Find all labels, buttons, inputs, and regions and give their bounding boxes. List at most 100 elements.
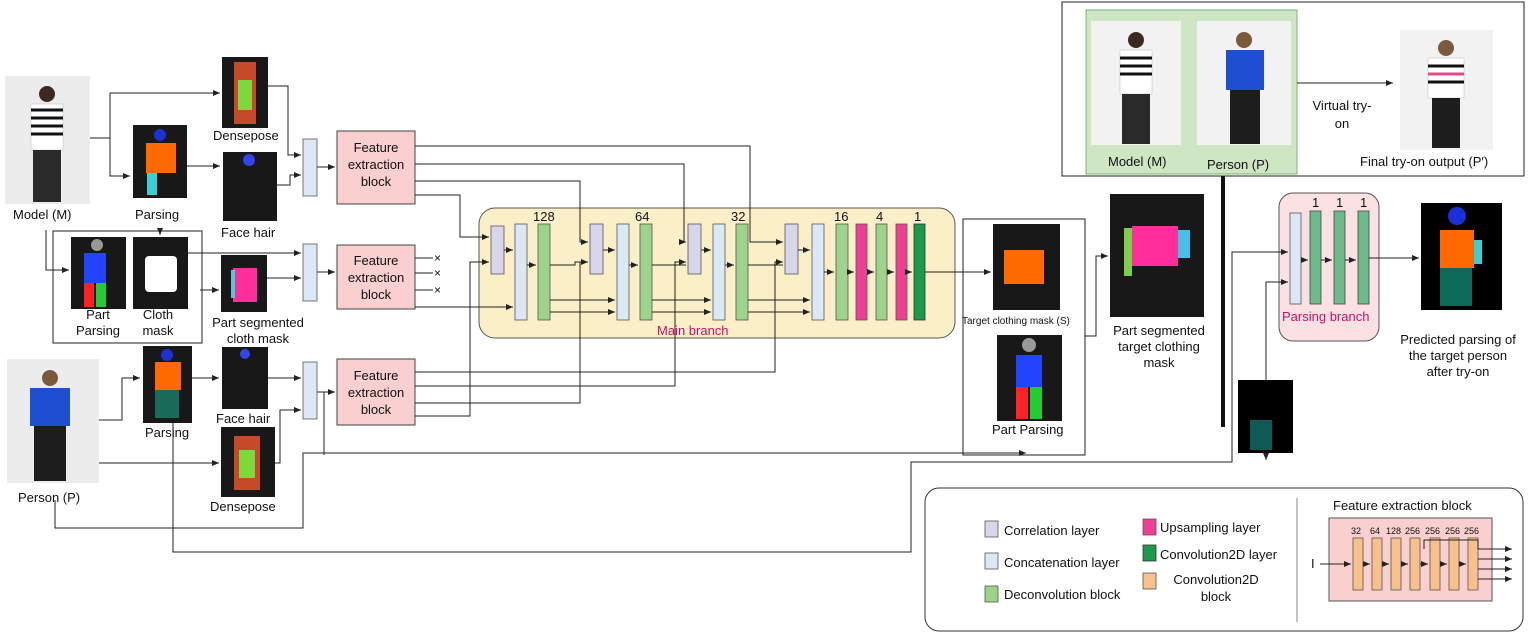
label-densepose-model: Densepose xyxy=(213,128,279,143)
mb-deconv-3 xyxy=(735,223,749,321)
part-parsing-image xyxy=(71,237,126,309)
legend-feb-ch-2: 64 xyxy=(1370,526,1380,536)
mb-cat-3 xyxy=(712,223,726,321)
label-target-clothing-mask: Target clothing mask (S) xyxy=(962,316,1070,327)
pb-channel-3: 1 xyxy=(1360,195,1367,210)
feb-conv-6 xyxy=(1448,537,1460,591)
feb-conv-2 xyxy=(1371,537,1383,591)
mb-channel-32: 32 xyxy=(731,209,745,224)
model-densepose-image xyxy=(222,57,268,128)
cut-mark-3: × xyxy=(434,283,441,297)
mb-cat-2 xyxy=(616,223,630,321)
label-person: Person (P) xyxy=(18,490,80,505)
cut-mark-1: × xyxy=(434,251,441,265)
feature-block-2 xyxy=(336,244,416,310)
mb-deconv-2 xyxy=(639,223,653,321)
mb-corr-1 xyxy=(490,225,505,275)
mb-cat-4 xyxy=(811,223,825,321)
feb-conv-1 xyxy=(1352,537,1364,591)
legend-swatch-concatenation xyxy=(984,552,999,570)
feb-conv-7 xyxy=(1467,537,1479,591)
label-part-parsing-target: Part Parsing xyxy=(992,422,1064,437)
mb-deconv-1 xyxy=(537,223,551,321)
legend-label-upsampling: Upsampling layer xyxy=(1160,520,1261,535)
label-face-hair-person: Face hair xyxy=(216,411,271,426)
legend-feb-ch-4: 256 xyxy=(1405,526,1420,536)
parsing-branch-container xyxy=(1278,192,1380,342)
mb-cat-1 xyxy=(514,223,528,321)
part-segmented-cloth-mask-image xyxy=(221,255,267,312)
parsing-branch-input-image xyxy=(1238,380,1293,453)
cloth-mask-image xyxy=(133,237,188,309)
label-model: Model (M) xyxy=(13,207,72,222)
pb-channel-2: 1 xyxy=(1336,195,1343,210)
person-parsing-image xyxy=(143,346,192,423)
mb-corr-4 xyxy=(784,223,799,275)
label-final-output: Final try-on output (P′) xyxy=(1360,154,1488,169)
legend-swatch-conv2d-layer xyxy=(1142,544,1157,562)
target-part-parsing-image xyxy=(997,335,1062,421)
model-photo xyxy=(5,76,90,204)
feb-conv-5 xyxy=(1429,537,1441,591)
pb-conv-1 xyxy=(1309,210,1322,305)
legend-label-conv2d-layer: Convolution2D layer xyxy=(1160,547,1278,562)
label-parsing-model: Parsing xyxy=(135,207,179,222)
pb-conv-2 xyxy=(1333,210,1346,305)
left-parsing-group-frame xyxy=(52,230,203,344)
mb-upsample-1 xyxy=(855,223,868,321)
legend-feb-ch-1: 32 xyxy=(1351,526,1361,536)
legend-label-correlation: Correlation layer xyxy=(1004,523,1100,538)
label-parsing-person: Parsing xyxy=(145,425,189,440)
person-photo xyxy=(7,359,99,483)
mb-channel-64: 64 xyxy=(635,209,649,224)
target-clothing-mask-image xyxy=(993,224,1060,310)
legend-feb-ch-5: 256 xyxy=(1425,526,1440,536)
legend-swatch-correlation xyxy=(984,520,999,538)
cut-mark-2: × xyxy=(434,266,441,280)
predicted-parsing-image xyxy=(1421,203,1502,310)
label-densepose-person: Densepose xyxy=(210,499,276,514)
legend-swatch-conv2d-block xyxy=(1142,572,1157,590)
label-inset-model: Model (M) xyxy=(1108,154,1167,169)
mb-channel-1: 1 xyxy=(914,209,921,224)
legend-feb-ch-6: 256 xyxy=(1445,526,1460,536)
feb-conv-4 xyxy=(1409,537,1421,591)
legend-swatch-deconvolution xyxy=(984,585,999,603)
wires xyxy=(45,80,1512,582)
mb-channel-4: 4 xyxy=(876,209,883,224)
final-output-photo xyxy=(1400,30,1493,150)
legend-swatch-upsampling xyxy=(1142,518,1157,536)
feb-conv-3 xyxy=(1390,537,1402,591)
part-segmented-target-clothing-mask-image xyxy=(1110,194,1204,317)
concat-layer-2 xyxy=(302,243,318,302)
mb-corr-3 xyxy=(687,223,702,275)
model-parsing-image xyxy=(133,125,187,198)
feature-block-1 xyxy=(336,130,416,205)
inset-model-photo xyxy=(1091,21,1181,145)
person-face-hair-image xyxy=(222,347,268,409)
legend-feb-title: Feature extraction block xyxy=(1333,498,1472,513)
person-densepose-image xyxy=(221,427,275,497)
mb-channel-128: 128 xyxy=(533,209,555,224)
mb-conv-out xyxy=(913,223,926,321)
concat-layer-3 xyxy=(302,361,318,420)
inset-person-photo xyxy=(1197,21,1291,145)
model-face-hair-image xyxy=(223,152,277,221)
mb-upsample-2 xyxy=(895,223,908,321)
pb-channel-1: 1 xyxy=(1312,195,1319,210)
mb-channel-16: 16 xyxy=(834,209,848,224)
feature-block-3 xyxy=(336,358,416,426)
label-virtual-tryon: Virtual try-on xyxy=(1313,98,1372,131)
mb-deconv-5 xyxy=(875,223,888,321)
parsing-branch-label: Parsing branch xyxy=(1282,309,1369,324)
mb-corr-2 xyxy=(589,223,604,275)
legend-feb-ch-7: 256 xyxy=(1464,526,1479,536)
label-face-hair-model: Face hair xyxy=(221,225,276,240)
